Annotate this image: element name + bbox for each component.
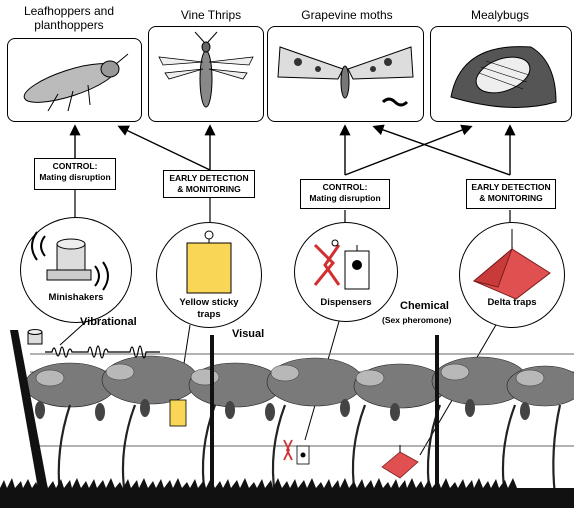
mealybug-icon	[431, 27, 571, 121]
mode-label-chemical: Chemical	[400, 300, 449, 312]
tool-label-dispensers: Dispensers	[295, 297, 397, 309]
vibration-wave	[45, 346, 160, 358]
method-box-control-1: CONTROL:Mating disruption	[34, 158, 116, 190]
tool-circle-minishakers: Minishakers	[20, 217, 132, 323]
moth-icon	[268, 27, 423, 121]
mode-label-chemical-sub: (Sex pheromone)	[382, 315, 451, 325]
thrips-icon	[149, 27, 263, 121]
pest-label-moths: Grapevine moths	[272, 8, 422, 22]
pest-label-mealybugs: Mealybugs	[432, 8, 568, 22]
vine-canopy	[25, 356, 574, 408]
connection-arrows	[75, 127, 510, 175]
field-dispensers	[284, 440, 309, 464]
method-box-monitoring-1: EARLY DETECTION& MONITORING	[163, 170, 255, 198]
pest-box-mealybugs	[430, 26, 572, 122]
tool-circle-delta-traps: Delta traps	[459, 222, 565, 328]
tool-circle-dispensers: Dispensers	[294, 222, 398, 322]
pest-box-thrips	[148, 26, 264, 122]
pest-label-leafhoppers: Leafhoppers and planthoppers	[0, 4, 138, 32]
pest-box-moths	[267, 26, 424, 122]
tool-label-minishakers: Minishakers	[21, 292, 131, 304]
pest-box-leafhoppers	[7, 38, 142, 122]
method-box-monitoring-2: EARLY DETECTION& MONITORING	[466, 179, 556, 209]
field-delta-trap	[382, 445, 418, 478]
leafhopper-icon	[8, 39, 141, 121]
method-box-control-2: CONTROL:Mating disruption	[300, 179, 390, 209]
tool-label-delta-traps: Delta traps	[460, 297, 564, 309]
mode-label-vibrational: Vibrational	[80, 316, 137, 328]
small-minishaker-icon	[28, 330, 42, 345]
minishaker-icon	[21, 218, 131, 322]
mode-label-visual: Visual	[232, 328, 264, 340]
pest-label-thrips: Vine Thrips	[150, 8, 272, 22]
field-sticky-trap	[170, 400, 186, 426]
delta-trap-icon	[460, 223, 564, 327]
